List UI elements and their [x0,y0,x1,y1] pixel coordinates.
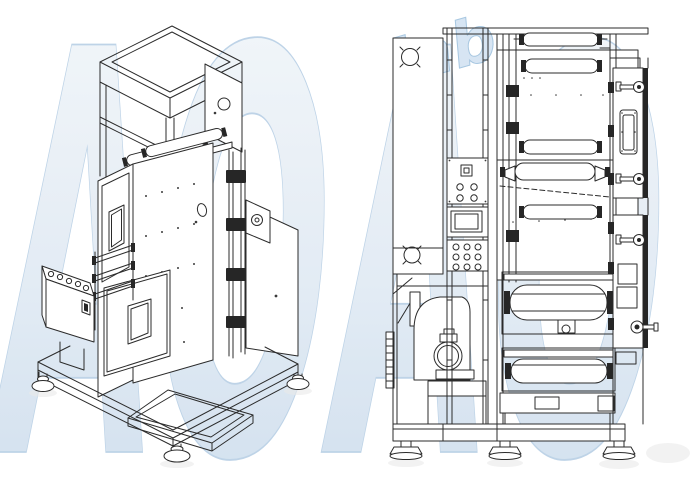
upper-door [608,67,648,199]
blower-compartment [392,273,488,425]
blower-inlet [433,341,463,371]
lower-door-window [127,298,152,345]
panel-button [474,253,482,261]
door-handle [615,81,645,93]
pedestal-button [65,277,73,285]
upper-door-window [108,204,125,252]
panel-button [452,243,460,251]
hmi-screen [450,210,483,233]
selector-switch [460,164,473,177]
lower-door [103,269,171,377]
lower-door [608,214,659,349]
panel-button [452,263,460,271]
hinge [608,173,614,185]
winder-assembly-upper [501,271,616,335]
dock-frame [127,389,254,452]
ground-shadows [29,387,690,469]
hinge [608,262,614,274]
top-roller-2 [140,127,228,158]
chamber-port [196,203,208,217]
control-pedestal [41,265,95,371]
idler-roller-4 [519,204,602,220]
pedestal-button [56,273,64,281]
leveling-foot [602,440,636,460]
leveling-foot [286,373,310,390]
chuck-roller [500,162,610,182]
control-column [446,27,489,425]
web-path-dashed [499,185,611,198]
door-window [619,109,638,155]
winder-assembly-lower [501,347,616,392]
leveling-foot [31,371,55,392]
door-vent [616,286,638,309]
isometric-view [31,25,310,463]
hinge [608,222,614,234]
panel-button [456,194,464,202]
panel-button [463,263,471,271]
control-panel-top [446,157,489,205]
base-skid [31,345,310,463]
panel-button [463,253,471,261]
panel-button [456,183,464,191]
idler-roller-2 [521,58,602,74]
leveling-foot [488,440,522,460]
hmi-panel [446,206,489,238]
front-view [385,27,659,460]
leveling-foot [163,443,191,463]
panel-holes [512,77,604,223]
lower-platform [499,392,616,425]
pedestal-button [47,270,55,278]
leveling-foot [389,440,423,460]
guide-rails [226,147,246,359]
pedestal-button [74,280,82,288]
upper-door [101,172,130,283]
lifting-eye [399,46,421,68]
door-vent [617,263,638,285]
control-panel-bottom [446,239,489,272]
oven-doors [599,47,659,425]
panel-hole [217,97,231,111]
pedestal-button [82,284,90,292]
idler-roller-1 [513,32,608,47]
terminal-strip [385,331,395,389]
machine-base [389,423,636,460]
hinge [608,318,614,330]
door-handle [615,234,645,246]
chuck-handle [630,320,659,334]
panel-button [474,243,482,251]
panel-button [452,253,460,261]
door-handle [615,173,645,185]
panel-button [474,263,482,271]
panel-button [470,194,478,202]
hinge [608,82,614,93]
chamber-doors [97,163,171,398]
hinge [608,125,614,137]
panel-button [470,183,478,191]
idler-roller-3 [519,139,602,155]
panel-button [463,243,471,251]
